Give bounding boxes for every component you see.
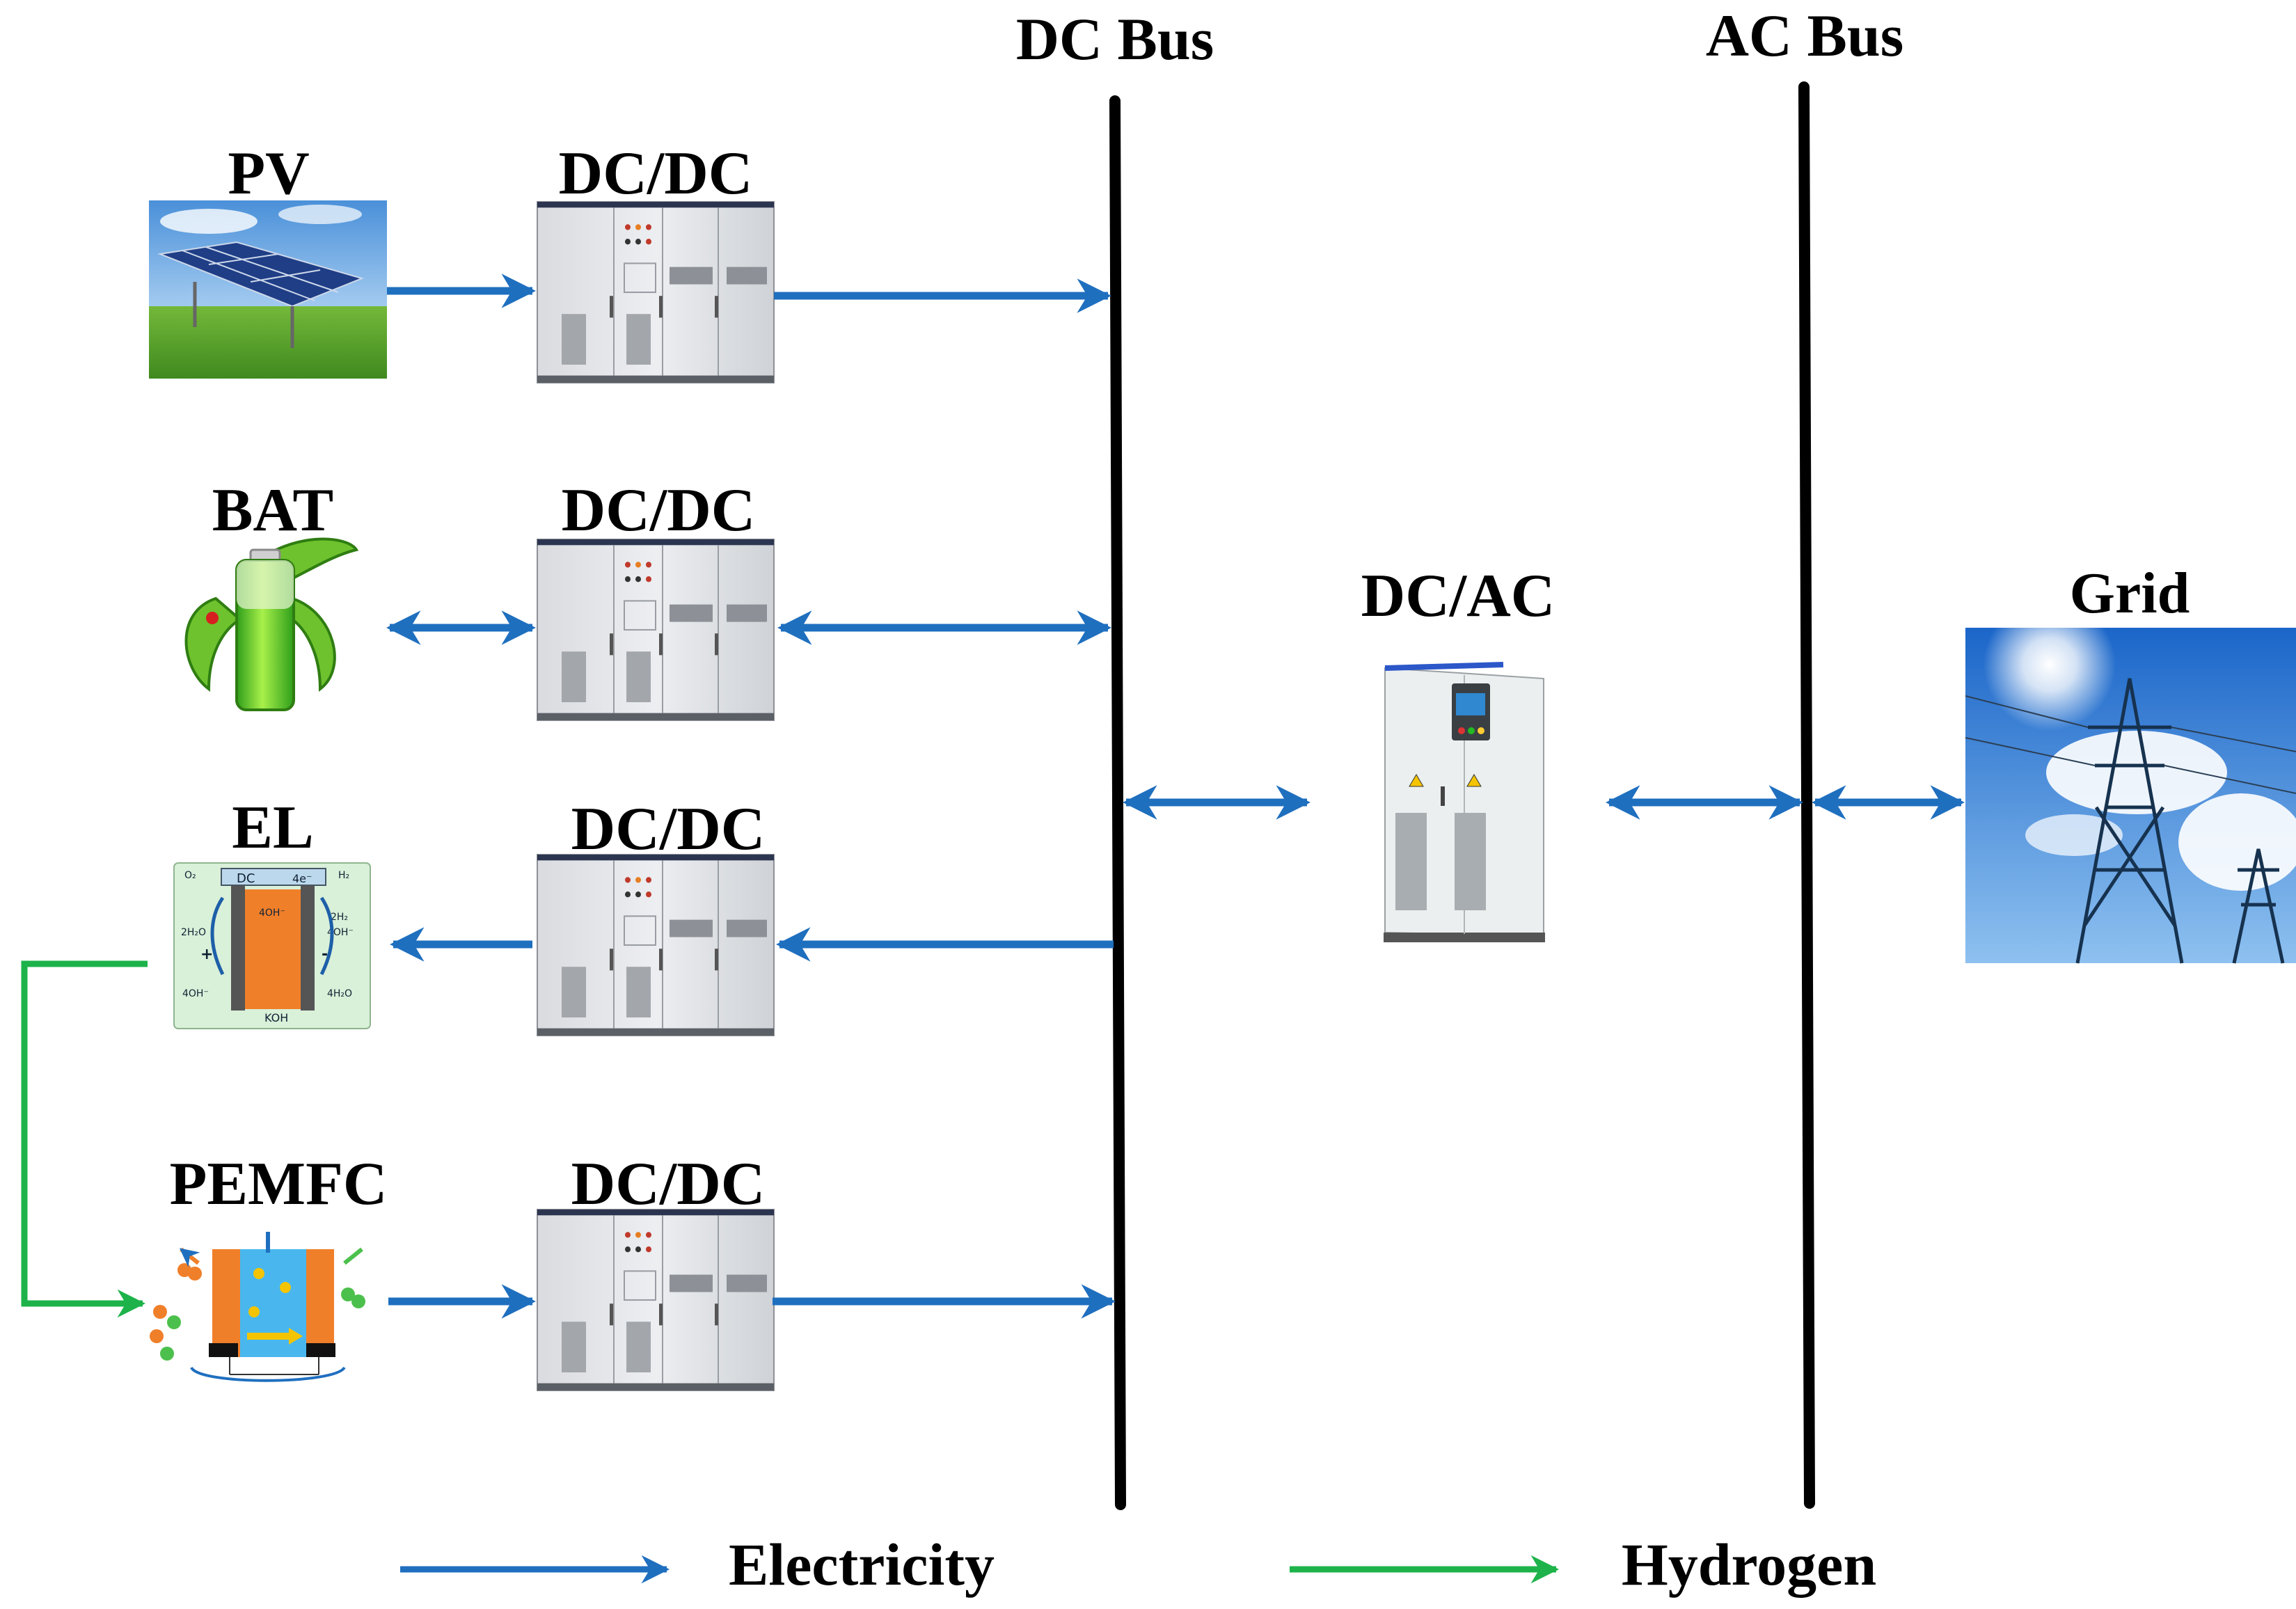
el-plus-text: + [200, 946, 213, 963]
converter-cabinet-icon [536, 200, 775, 384]
pv-converter-label: DC/DC [559, 140, 753, 207]
ac-bus-label: AC Bus [1706, 2, 1903, 69]
ac-bus-line [1798, 81, 1815, 1509]
el-o2-text: O₂ [184, 870, 196, 881]
converter-cabinet-icon [536, 853, 775, 1037]
el-right-bottom-text: 4H₂O [327, 988, 352, 999]
el-to-pemfc-hydrogen-arrow [21, 960, 148, 1318]
transmission-tower-icon [1965, 599, 2296, 964]
converter-cabinet-icon [536, 1208, 775, 1392]
inverter-label: DC/AC [1361, 562, 1555, 630]
el-electrolyte-text: KOH [264, 1011, 288, 1024]
el-electrons-text: 4e⁻ [292, 872, 312, 885]
pv-label: PV [228, 140, 309, 207]
bat-converter-label: DC/DC [562, 477, 756, 544]
legend: Electricity Hydrogen [400, 1531, 1876, 1598]
dc-bus-line [1109, 95, 1126, 1510]
inverter-cabinet-icon [1384, 662, 1545, 942]
electrolyzer-icon: DC 4e⁻ KOH O₂ H₂ 2H₂O 4OH⁻ 2H₂ 4OH⁻ 4H₂O… [173, 862, 371, 1029]
el-minus-text: - [322, 946, 328, 963]
pemfc-converter-label: DC/DC [571, 1150, 766, 1218]
bat-label: BAT [212, 477, 333, 544]
legend-hydrogen-label: Hydrogen [1622, 1531, 1876, 1598]
el-label: EL [232, 794, 313, 862]
pemfc-label: PEMFC [170, 1150, 388, 1218]
el-left-top-text: 2H₂O [181, 927, 206, 938]
converter-cabinet-icon [536, 538, 775, 722]
el-converter-label: DC/DC [571, 795, 766, 863]
green-battery-icon [184, 537, 359, 711]
dc-bus-label: DC Bus [1016, 6, 1214, 72]
solar-panel-icon [149, 200, 387, 379]
el-left-bottom-text: 4OH⁻ [182, 988, 209, 999]
el-right-top-text: 2H₂ [331, 912, 348, 923]
legend-electricity-label: Electricity [729, 1531, 995, 1598]
el-center-text: 4OH⁻ [259, 907, 285, 919]
el-dc-text: DC [237, 871, 255, 886]
el-h2-text: H₂ [338, 870, 349, 881]
fuel-cell-icon [150, 1232, 365, 1382]
